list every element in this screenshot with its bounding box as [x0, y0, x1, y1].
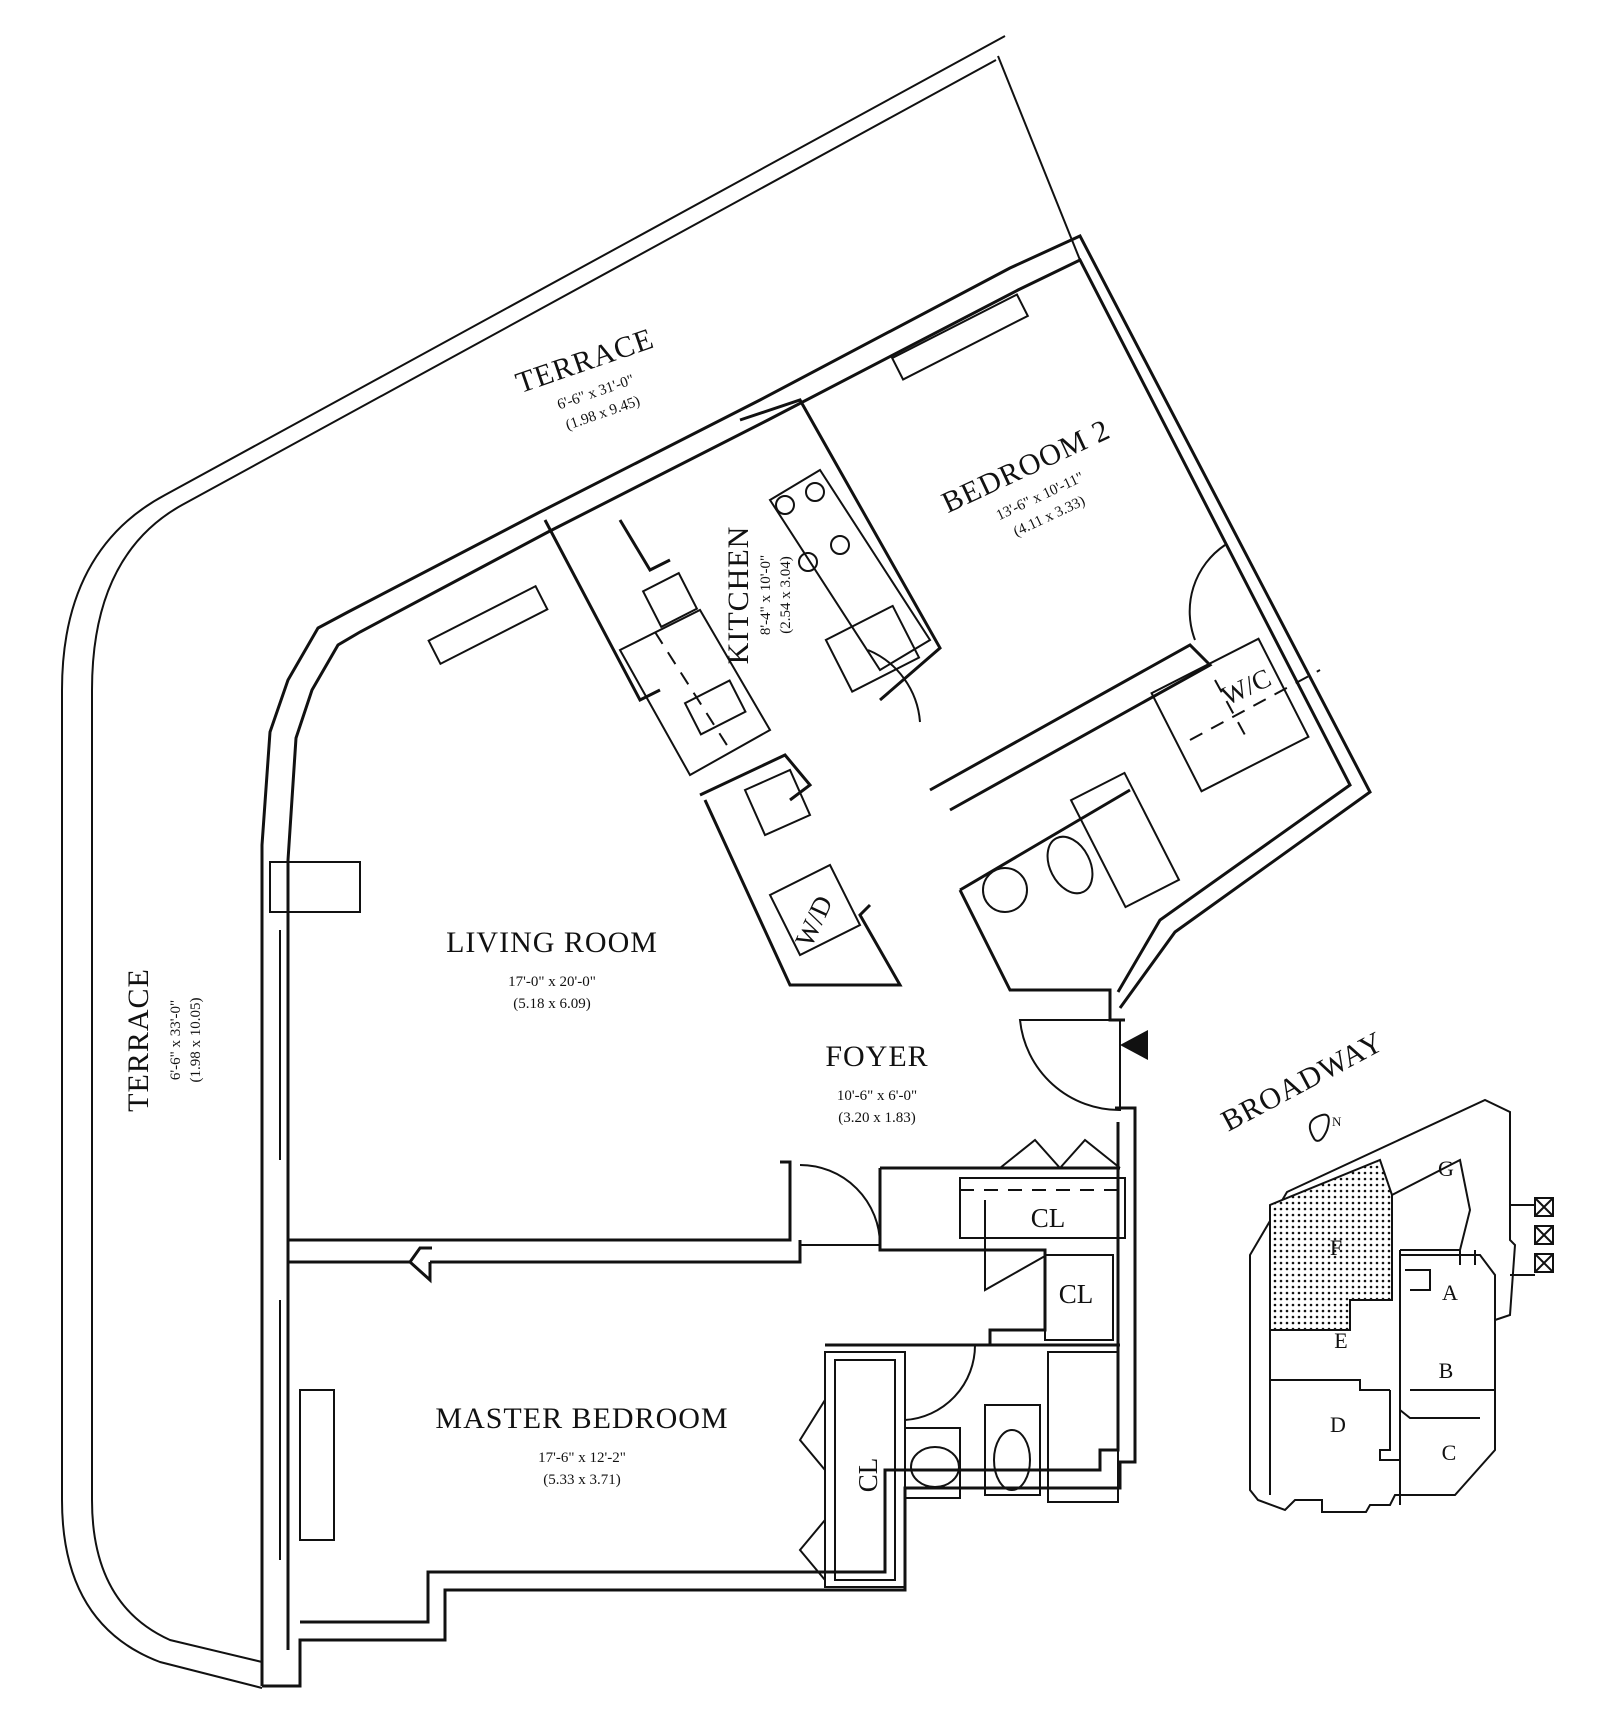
svg-text:8'-4" x 10'-0": 8'-4" x 10'-0" [758, 555, 774, 635]
unit-label-c: C [1442, 1440, 1457, 1465]
elevator-icons [1510, 1197, 1554, 1276]
interior-walls [288, 398, 1321, 1588]
entry-arrow [1120, 1030, 1148, 1060]
svg-text:17'-6" x 12'-2": 17'-6" x 12'-2" [538, 1450, 626, 1466]
svg-text:(2.54 x 3.04): (2.54 x 3.04) [778, 556, 794, 634]
svg-text:TERRACE: TERRACE [122, 968, 155, 1112]
svg-text:(5.33 x 3.71): (5.33 x 3.71) [543, 1472, 621, 1488]
door-swings [798, 544, 1226, 1581]
svg-text:KITCHEN: KITCHEN [722, 526, 755, 665]
windows [269, 293, 1030, 1560]
street-label: BROADWAY [1216, 1025, 1389, 1138]
master-bedroom-label: MASTER BEDROOM 17'-6" x 12'-2" (5.33 x 3… [435, 1402, 728, 1488]
svg-text:6'-6" x 33'-0": 6'-6" x 33'-0" [168, 1000, 184, 1080]
svg-text:10'-6" x 6'-0": 10'-6" x 6'-0" [837, 1088, 917, 1104]
unit-label-g: G [1438, 1156, 1454, 1181]
unit-label-d: D [1330, 1412, 1346, 1437]
svg-text:MASTER BEDROOM: MASTER BEDROOM [435, 1402, 728, 1435]
key-plan: BROADWAY N G F A E B D C [1216, 1025, 1554, 1513]
wc-label: W/C [1217, 662, 1276, 711]
living-room-label: LIVING ROOM 17'-0" x 20'-0" (5.18 x 6.09… [446, 926, 658, 1012]
kitchen-label: KITCHEN 8'-4" x 10'-0" (2.54 x 3.04) [722, 526, 794, 665]
foyer-label: FOYER 10'-6" x 6'-0" (3.20 x 1.83) [825, 1040, 928, 1126]
terrace-outline [61, 35, 1081, 1689]
terrace-left-label: TERRACE 6'-6" x 33'-0" (1.98 x 10.05) [122, 968, 204, 1112]
closet-label-1: CL [1031, 1203, 1066, 1233]
unit-label-e: E [1334, 1328, 1347, 1353]
bedroom2-label: BEDROOM 2 13'-6" x 10'-11" (4.11 x 3.33) [937, 413, 1115, 540]
svg-text:FOYER: FOYER [825, 1040, 928, 1073]
exterior-walls [260, 234, 1372, 1688]
svg-text:(5.18 x 6.09): (5.18 x 6.09) [513, 996, 591, 1012]
svg-text:17'-0" x 20'-0": 17'-0" x 20'-0" [508, 974, 596, 990]
terrace-top-label: TERRACE 6'-6" x 31'-0" (1.98 x 9.45) [512, 322, 659, 434]
unit-label-f: F [1330, 1235, 1342, 1260]
closet-label-3: CL [853, 1458, 883, 1493]
north-arrow-icon: N [1308, 1113, 1342, 1142]
closet-label-2: CL [1059, 1279, 1094, 1309]
wd-label: W/D [789, 891, 838, 951]
svg-text:(1.98 x 10.05): (1.98 x 10.05) [188, 998, 204, 1083]
svg-text:(3.20 x 1.83): (3.20 x 1.83) [838, 1110, 916, 1126]
unit-label-a: A [1442, 1280, 1458, 1305]
unit-f-highlight [1269, 1158, 1393, 1331]
svg-text:LIVING ROOM: LIVING ROOM [446, 926, 658, 959]
svg-text:N: N [1332, 1114, 1342, 1129]
unit-label-b: B [1439, 1358, 1454, 1383]
